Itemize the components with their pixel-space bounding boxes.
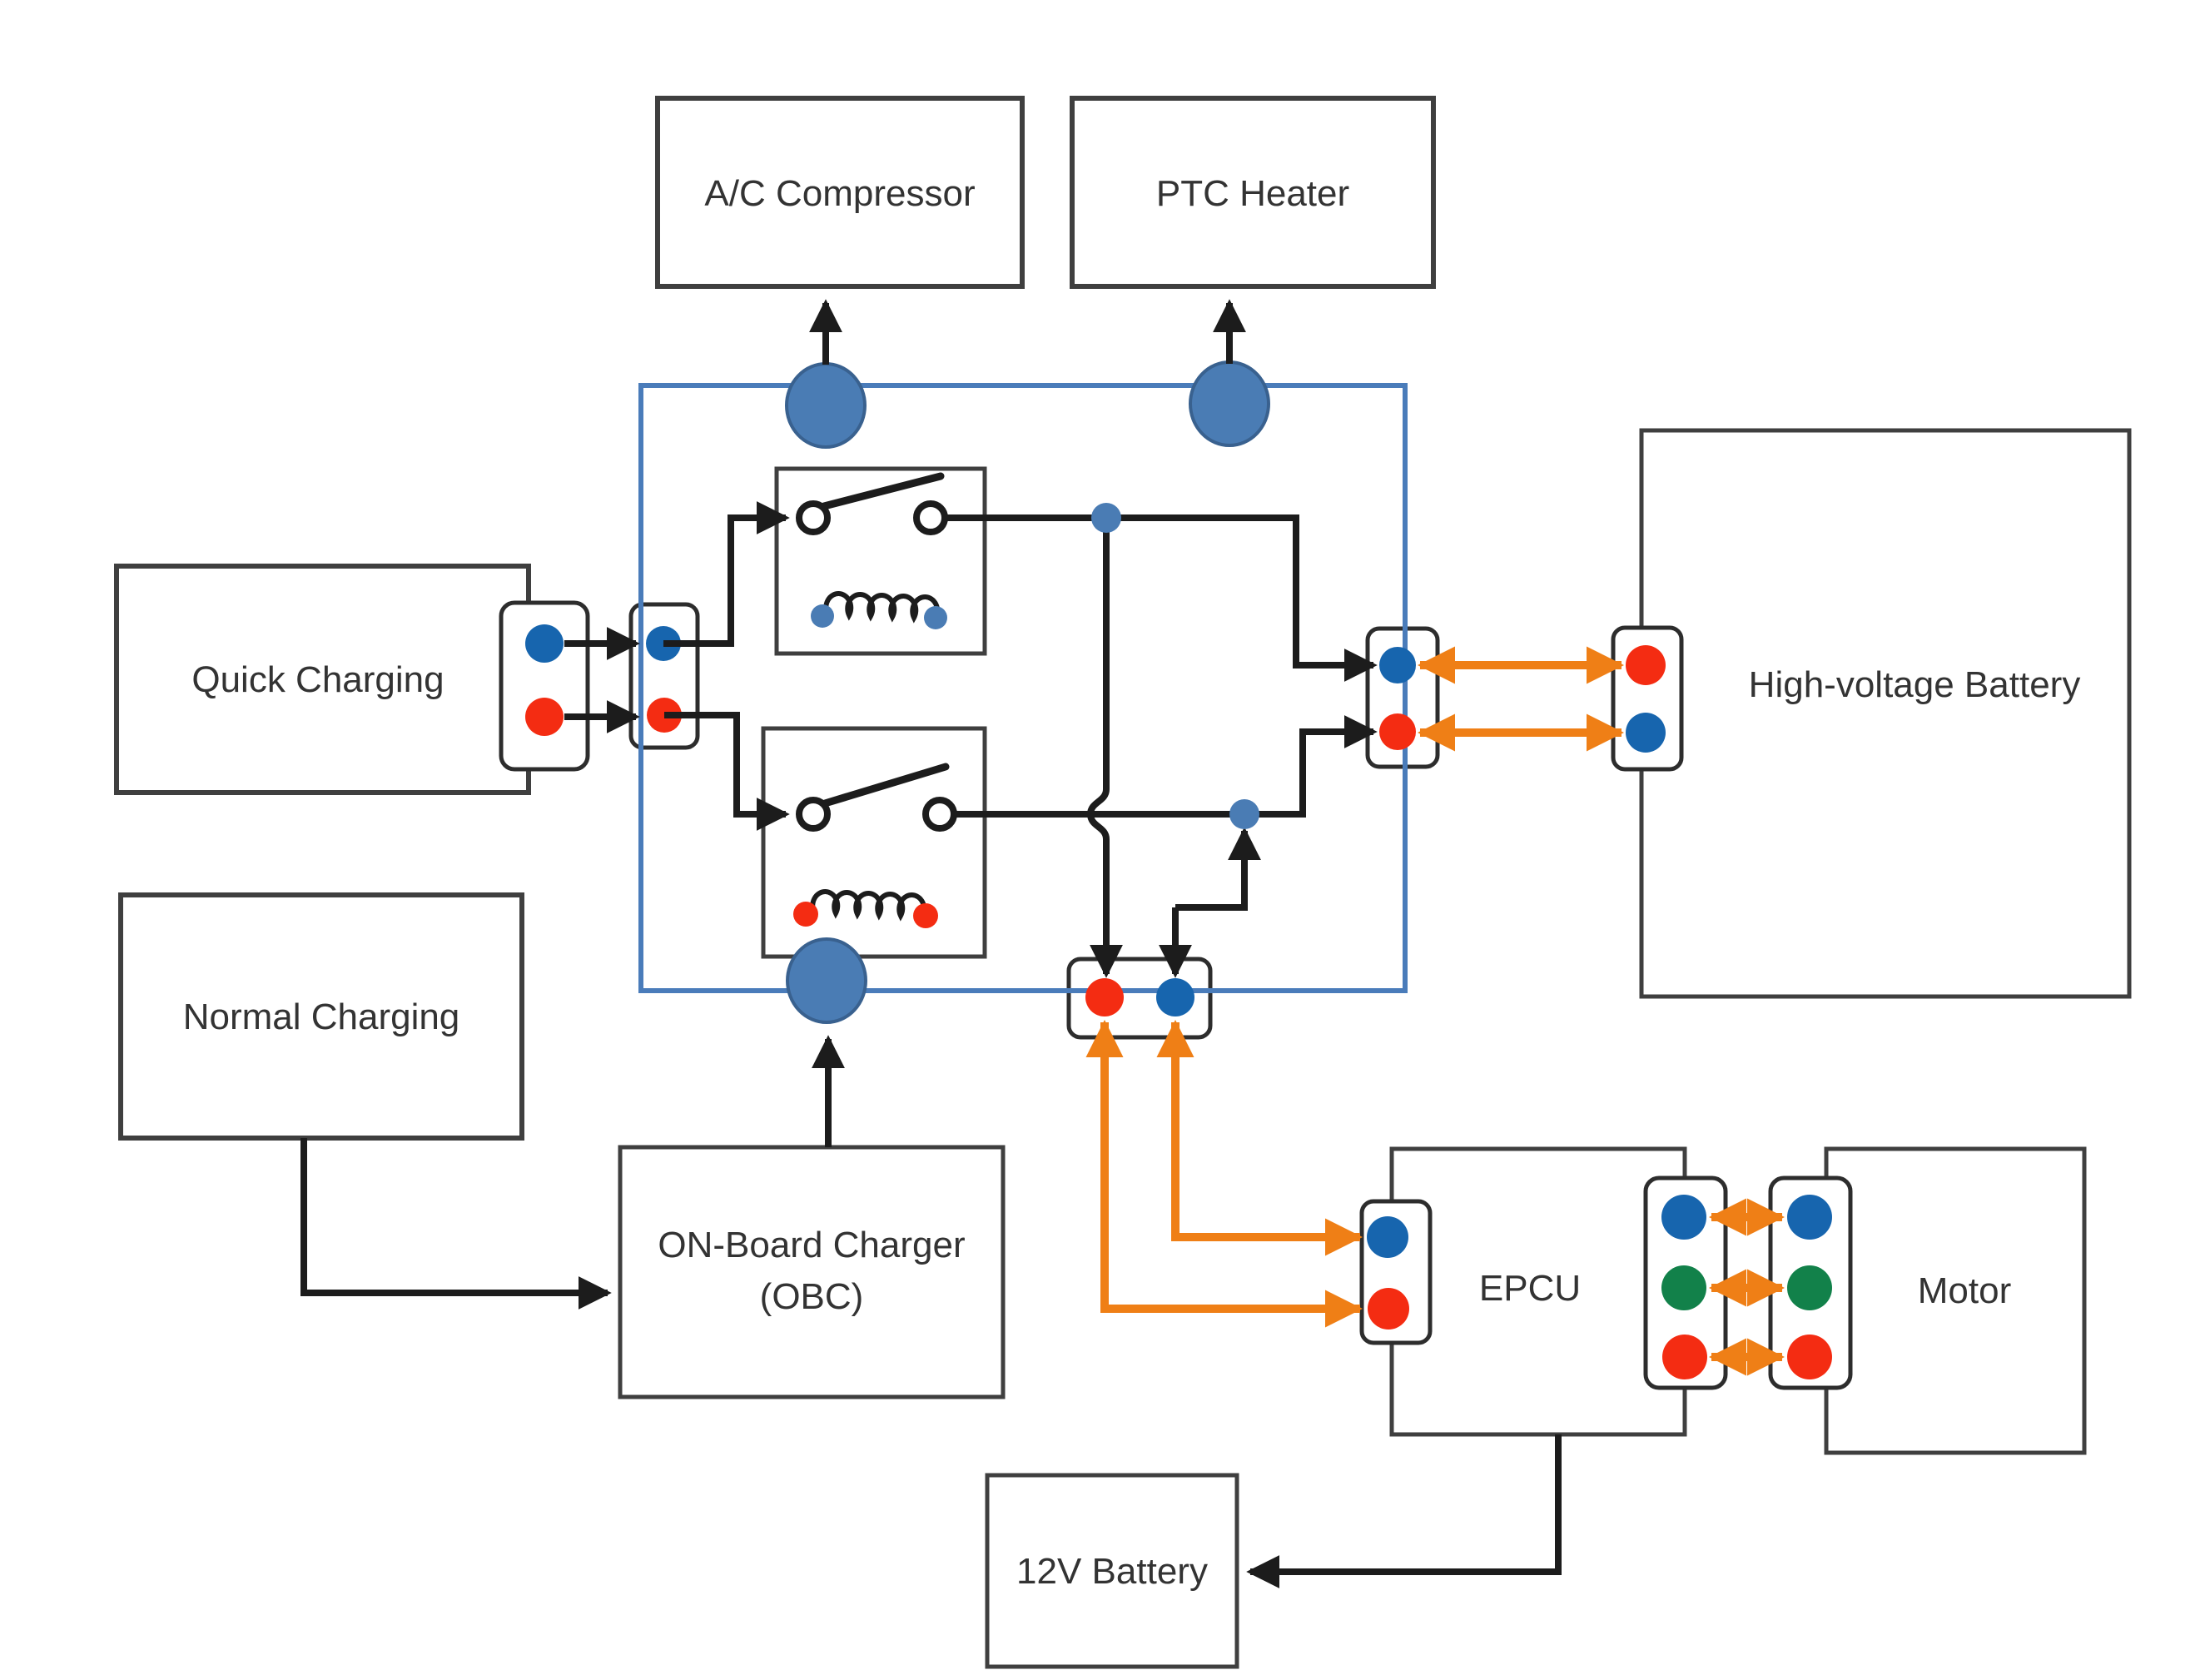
- wire-upper-relay-to-bus-right-blue: [945, 514, 1378, 682]
- label-epcu: EPCU: [1479, 1268, 1581, 1309]
- wire-to-upper-relay: [663, 501, 790, 647]
- cable-bus-epcu-blue: [1156, 1019, 1363, 1256]
- relay-upper-box: [774, 466, 987, 656]
- node-boxes: [114, 96, 2132, 1669]
- node-obc: [618, 1145, 1006, 1399]
- relay-lower-coil: [810, 889, 927, 922]
- label-ac-compressor: A/C Compressor: [704, 173, 975, 214]
- wire-epcu-to-12v-battery: [1246, 1434, 1562, 1588]
- terminal-dot-blue: [1626, 713, 1666, 753]
- node-ptc-heater: [1070, 96, 1436, 289]
- label-hv-battery: High-voltage Battery: [1749, 664, 2081, 705]
- relay-lower-contact-left: [796, 797, 831, 832]
- wires-black: [300, 299, 1562, 1588]
- label-normal-charging: Normal Charging: [183, 997, 460, 1037]
- terminal-dot-blue: [1379, 647, 1416, 683]
- junction-dot-lower: [1229, 799, 1259, 829]
- wire-lower-relay-to-bus-right-red: [954, 715, 1378, 818]
- node-motor: [1824, 1146, 2087, 1455]
- terminal-dot-red: [1379, 713, 1416, 750]
- label-12v-battery: 12V Battery: [1016, 1551, 1208, 1592]
- terminal-dot-red: [1662, 1335, 1707, 1379]
- labels: A/C Compressor PTC Heater Quick Charging…: [183, 173, 2081, 1592]
- terminal-dot-green: [1661, 1265, 1706, 1310]
- wires-orange: [1085, 646, 1785, 1376]
- terminal-dot-blue: [525, 624, 564, 663]
- relay-lower: [761, 726, 987, 959]
- wire-to-lower-relay: [664, 712, 790, 831]
- relay-upper-switch-blade: [820, 472, 945, 510]
- node-epcu: [1389, 1146, 1687, 1437]
- label-quick-charging: Quick Charging: [191, 659, 444, 700]
- terminal-dot-red: [1626, 645, 1666, 685]
- terminal-dot-red: [1368, 1288, 1409, 1330]
- cable-bus-epcu-red: [1085, 1019, 1363, 1328]
- label-obc-line2: (OBC): [760, 1276, 864, 1317]
- label-obc-line1: ON-Board Charger: [658, 1225, 965, 1265]
- node-normal-charging: [118, 892, 524, 1141]
- relay-upper-contact-left: [796, 500, 831, 535]
- bus-port-ac: [785, 362, 867, 449]
- relay-lower-coil-terminal: [793, 902, 818, 927]
- bus-port-obc: [786, 937, 867, 1024]
- junction-dot-upper: [1091, 503, 1121, 533]
- relay-upper-coil: [823, 591, 941, 624]
- relay-lower-coil-terminal: [913, 903, 938, 928]
- wire-junction-to-bottom-red: [1086, 518, 1123, 978]
- terminal-dot-red: [1787, 1335, 1832, 1379]
- terminal-dot-red: [525, 698, 564, 736]
- label-motor: Motor: [1918, 1270, 2011, 1311]
- relay-upper-contact-right: [913, 500, 948, 535]
- wire-normal-charging-to-obc: [300, 1138, 612, 1310]
- node-hv-battery: [1639, 428, 2132, 999]
- terminal-dot-green: [1787, 1265, 1832, 1310]
- terminal-dot-blue: [1156, 978, 1194, 1016]
- node-ac-compressor: [655, 96, 1025, 289]
- label-ptc-heater: PTC Heater: [1156, 173, 1349, 214]
- terminal-dot-blue: [1787, 1195, 1832, 1240]
- node-quick-charging: [114, 564, 531, 795]
- terminal-dot-blue: [1661, 1195, 1706, 1240]
- wire-branch-to-junction: [1175, 827, 1261, 911]
- hv-junction-bus-outline: [638, 383, 1408, 993]
- node-12v-battery: [985, 1473, 1239, 1669]
- relay-lower-switch-blade: [821, 763, 950, 808]
- relay-upper-coil-terminal: [924, 606, 947, 629]
- terminal-dot-blue: [1367, 1216, 1408, 1258]
- bus-ports: [785, 360, 1270, 1024]
- relay-lower-contact-right: [922, 797, 957, 832]
- relay-upper-coil-terminal: [811, 604, 834, 628]
- relay-upper: [774, 466, 987, 656]
- bus-port-ptc: [1189, 360, 1270, 447]
- terminal-dot-red: [1085, 978, 1124, 1016]
